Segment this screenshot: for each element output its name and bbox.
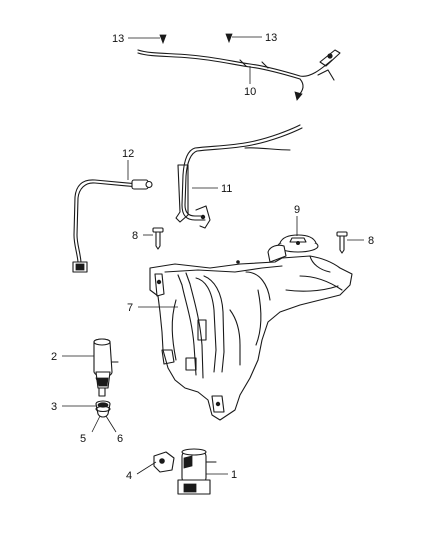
callout-6: 6 <box>117 433 123 445</box>
callout-8-left: 8 <box>132 230 138 242</box>
leader-4 <box>136 461 157 475</box>
hose-clip-right <box>225 33 233 44</box>
callout-1: 1 <box>231 469 237 481</box>
front-nozzle-hose <box>72 179 153 273</box>
callout-10: 10 <box>244 86 256 98</box>
washer-reservoir <box>149 244 353 421</box>
leader-lines <box>62 36 364 475</box>
washer-pump <box>93 338 119 397</box>
callout-5: 5 <box>80 433 86 445</box>
callout-numbers: 13 13 10 11 12 8 8 9 7 2 3 5 6 4 1 <box>51 32 374 482</box>
callout-3: 3 <box>51 401 57 413</box>
screw-right <box>336 231 348 254</box>
callout-9: 9 <box>294 204 300 216</box>
callout-4: 4 <box>126 470 132 482</box>
rear-washer-pump <box>177 448 217 495</box>
reservoir-cap <box>277 234 319 253</box>
front-washer-hose <box>175 124 303 229</box>
rear-washer-hose <box>137 49 341 101</box>
leader-5 <box>91 415 101 433</box>
pump-connector <box>153 451 175 473</box>
screw-left <box>152 227 164 250</box>
callout-13-left: 13 <box>112 33 124 45</box>
pump-grommet <box>95 400 111 418</box>
callout-11: 11 <box>221 183 232 195</box>
leader-6 <box>105 415 117 433</box>
callout-8-right: 8 <box>368 235 374 247</box>
callout-13-right: 13 <box>265 32 277 44</box>
callout-12: 12 <box>122 148 134 160</box>
callout-7: 7 <box>127 302 133 314</box>
hose-clip-left <box>159 34 167 45</box>
callout-2: 2 <box>51 351 57 363</box>
